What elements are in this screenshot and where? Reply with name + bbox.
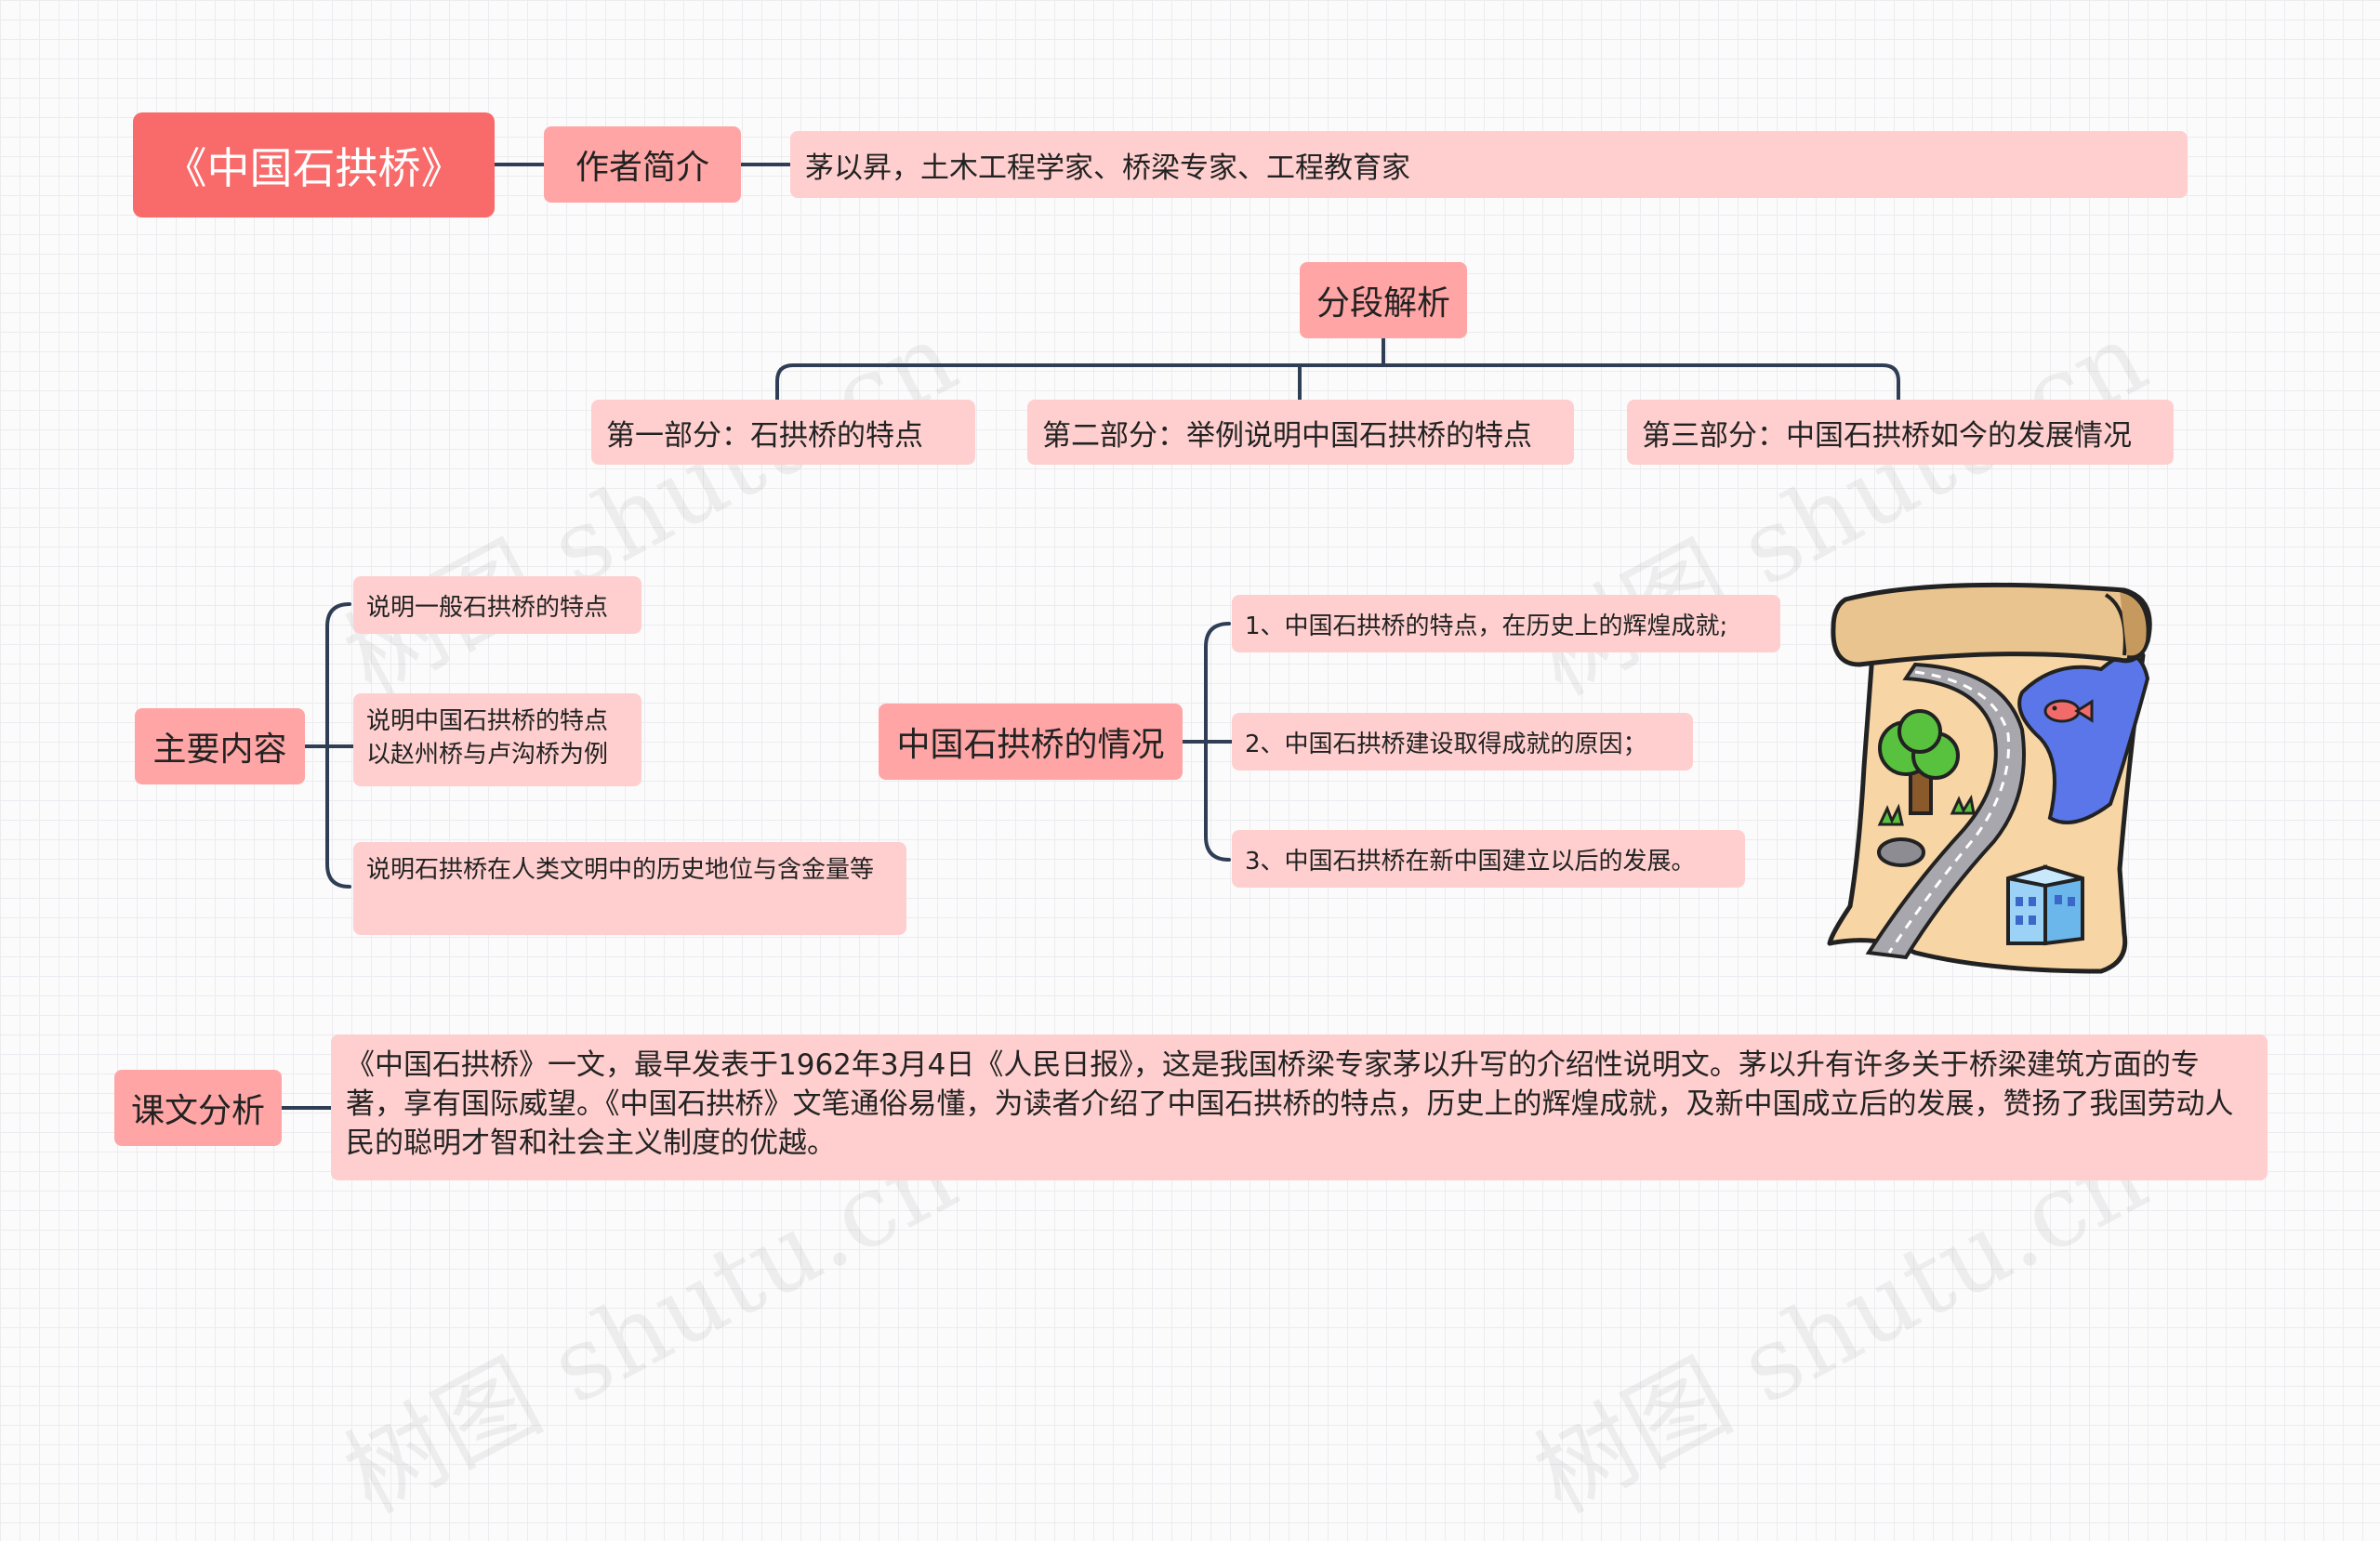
analysis-text[interactable]: 《中国石拱桥》一文，最早发表于1962年3月4日《人民日报》，这是我国桥梁专家茅… bbox=[331, 1034, 2268, 1180]
situation-item-1[interactable]: 1、中国石拱桥的特点，在历史上的辉煌成就; bbox=[1232, 595, 1780, 652]
segment-part-1[interactable]: 第一部分：石拱桥的特点 bbox=[591, 400, 975, 465]
lake-icon bbox=[2017, 652, 2150, 824]
segment-part-2[interactable]: 第二部分：举例说明中国石拱桥的特点 bbox=[1027, 400, 1574, 465]
author-detail[interactable]: 茅以昇，土木工程学家、桥梁专家、工程教育家 bbox=[790, 131, 2188, 198]
segments-topic[interactable]: 分段解析 bbox=[1300, 262, 1467, 338]
map-scroll-illustration bbox=[1827, 582, 2152, 974]
rock-icon bbox=[1877, 837, 1925, 867]
root-topic[interactable]: 《中国石拱桥》 bbox=[133, 112, 495, 217]
main-content-item-1[interactable]: 说明一般石拱桥的特点 bbox=[353, 576, 641, 634]
analysis-topic[interactable]: 课文分析 bbox=[114, 1070, 282, 1146]
grass-icon bbox=[1950, 794, 1976, 815]
scroll-roll-icon bbox=[1831, 582, 2152, 667]
main-content-item-3[interactable]: 说明石拱桥在人类文明中的历史地位与含金量等 bbox=[353, 842, 906, 935]
situation-item-3[interactable]: 3、中国石拱桥在新中国建立以后的发展。 bbox=[1232, 830, 1745, 888]
road-icon bbox=[1865, 662, 2026, 960]
situation-item-2[interactable]: 2、中国石拱桥建设取得成就的原因； bbox=[1232, 713, 1693, 770]
main-content-item-2[interactable]: 说明中国石拱桥的特点 以赵州桥与卢沟桥为例 bbox=[353, 693, 641, 786]
grass-icon bbox=[1877, 803, 1904, 826]
situation-topic[interactable]: 中国石拱桥的情况 bbox=[879, 704, 1183, 780]
connector-lines bbox=[280, 163, 1900, 1110]
segment-part-3[interactable]: 第三部分：中国石拱桥如今的发展情况 bbox=[1627, 400, 2174, 465]
building-icon bbox=[2006, 864, 2084, 946]
fish-icon bbox=[2043, 699, 2094, 723]
main-content-topic[interactable]: 主要内容 bbox=[135, 708, 305, 784]
tree-icon bbox=[1878, 709, 1960, 815]
author-topic[interactable]: 作者简介 bbox=[544, 126, 741, 203]
